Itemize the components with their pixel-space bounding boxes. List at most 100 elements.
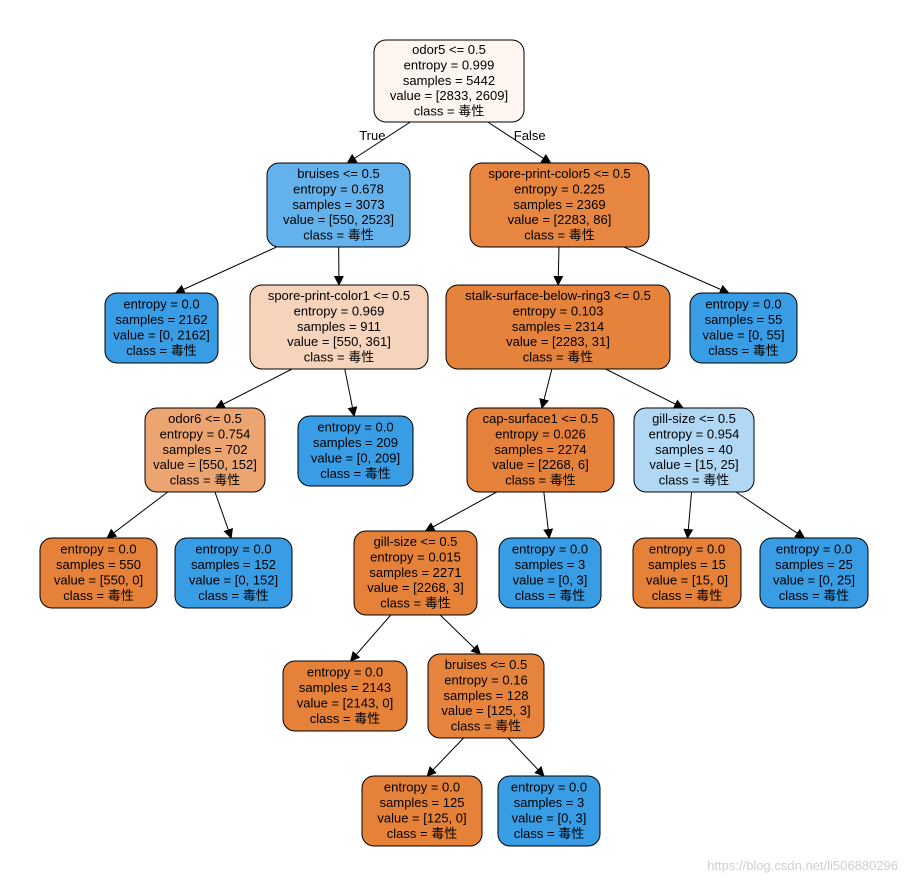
node-line: value = [0, 209] [311, 451, 400, 466]
node-line: class = 毒性 [659, 473, 729, 488]
node-line: samples = 5442 [403, 73, 495, 88]
node-line: value = [15, 0] [646, 573, 728, 588]
node-line: samples = 55 [705, 312, 783, 327]
edge-n7-n12 [214, 491, 233, 539]
node-line: entropy = 0.0 [776, 542, 852, 557]
edge-n0-n1 [346, 121, 411, 164]
node-line: class = 毒性 [387, 826, 457, 841]
node-line: entropy = 0.0 [307, 665, 383, 680]
node-line: entropy = 0.225 [514, 181, 605, 196]
node-line: entropy = 0.754 [160, 426, 251, 441]
node-box [632, 537, 742, 609]
node-line: class = 毒性 [63, 588, 133, 603]
node-line: class = 毒性 [310, 711, 380, 726]
node-line: value = [0, 3] [512, 811, 587, 826]
node-line: class = 毒性 [198, 588, 268, 603]
edge-n13-n18 [439, 614, 482, 655]
node-line: bruises <= 0.5 [297, 166, 379, 181]
node-line: class = 毒性 [126, 343, 196, 358]
node-line: samples = 40 [655, 442, 733, 457]
node-box [266, 162, 411, 248]
node-line: entropy = 0.0 [512, 542, 588, 557]
node-box [144, 407, 266, 493]
node-box [633, 407, 755, 493]
node-line: entropy = 0.678 [293, 181, 384, 196]
node-line: value = [2283, 86] [508, 212, 612, 227]
edge-n9-n14 [543, 491, 554, 539]
node-line: class = 毒性 [414, 104, 484, 119]
node-line: entropy = 0.0 [60, 542, 136, 557]
node-box [445, 284, 671, 370]
node-line: class = 毒性 [170, 473, 240, 488]
node-line: class = 毒性 [708, 343, 778, 358]
node-line: value = [15, 25] [649, 457, 738, 472]
node-line: class = 毒性 [380, 596, 450, 611]
node-line: samples = 128 [444, 688, 529, 703]
node-line: gill-size <= 0.5 [652, 411, 736, 426]
node-line: cap-surface1 <= 0.5 [483, 411, 599, 426]
edge-n1-n3 [174, 246, 277, 294]
node-line: class = 毒性 [524, 228, 594, 243]
node-line: class = 毒性 [779, 588, 849, 603]
node-box [689, 292, 798, 364]
node-line: samples = 2143 [299, 680, 391, 695]
edge-n9-n13 [424, 491, 497, 532]
node-box [759, 537, 869, 609]
node-line: class = 毒性 [304, 350, 374, 365]
node-line: entropy = 0.026 [495, 426, 586, 441]
edge-n2-n6 [623, 246, 730, 294]
node-line: samples = 15 [648, 557, 726, 572]
node-line: entropy = 0.969 [294, 303, 385, 318]
node-line: entropy = 0.0 [384, 780, 460, 795]
node-line: value = [125, 0] [377, 811, 466, 826]
node-line: samples = 550 [56, 557, 141, 572]
node-line: class = 毒性 [523, 350, 593, 365]
node-line: odor5 <= 0.5 [412, 42, 486, 57]
node-line: samples = 702 [163, 442, 248, 457]
node-line: entropy = 0.16 [444, 672, 527, 687]
edge-n7-n11 [106, 491, 169, 539]
node-line: samples = 911 [297, 319, 381, 334]
node-line: value = [550, 152] [153, 457, 257, 472]
node-line: samples = 2369 [513, 197, 605, 212]
node-line: samples = 209 [313, 435, 398, 450]
node-line: class = 毒性 [652, 588, 722, 603]
node-line: entropy = 0.0 [123, 297, 199, 312]
node-line: class = 毒性 [320, 466, 390, 481]
edge-n5-n9 [539, 368, 553, 409]
node-line: entropy = 0.954 [649, 426, 740, 441]
node-line: samples = 2162 [115, 312, 207, 327]
node-box [373, 39, 525, 123]
edge-n18-n19 [426, 737, 464, 777]
node-line: stalk-surface-below-ring3 <= 0.5 [465, 288, 651, 303]
edge-n2-n5 [553, 246, 564, 286]
node-box [427, 653, 545, 739]
node-line: value = [125, 3] [441, 703, 530, 718]
node-line: entropy = 0.015 [370, 549, 461, 564]
node-line: value = [0, 2162] [113, 328, 210, 343]
node-line: gill-size <= 0.5 [374, 534, 458, 549]
edge-n4-n8 [344, 368, 358, 417]
node-box [39, 537, 158, 609]
edge-n5-n10 [605, 368, 685, 409]
node-line: value = [0, 25] [773, 573, 855, 588]
node-line: value = [2833, 2609] [390, 88, 508, 103]
node-line: value = [2268, 3] [367, 580, 464, 595]
node-line: entropy = 0.103 [513, 303, 604, 318]
